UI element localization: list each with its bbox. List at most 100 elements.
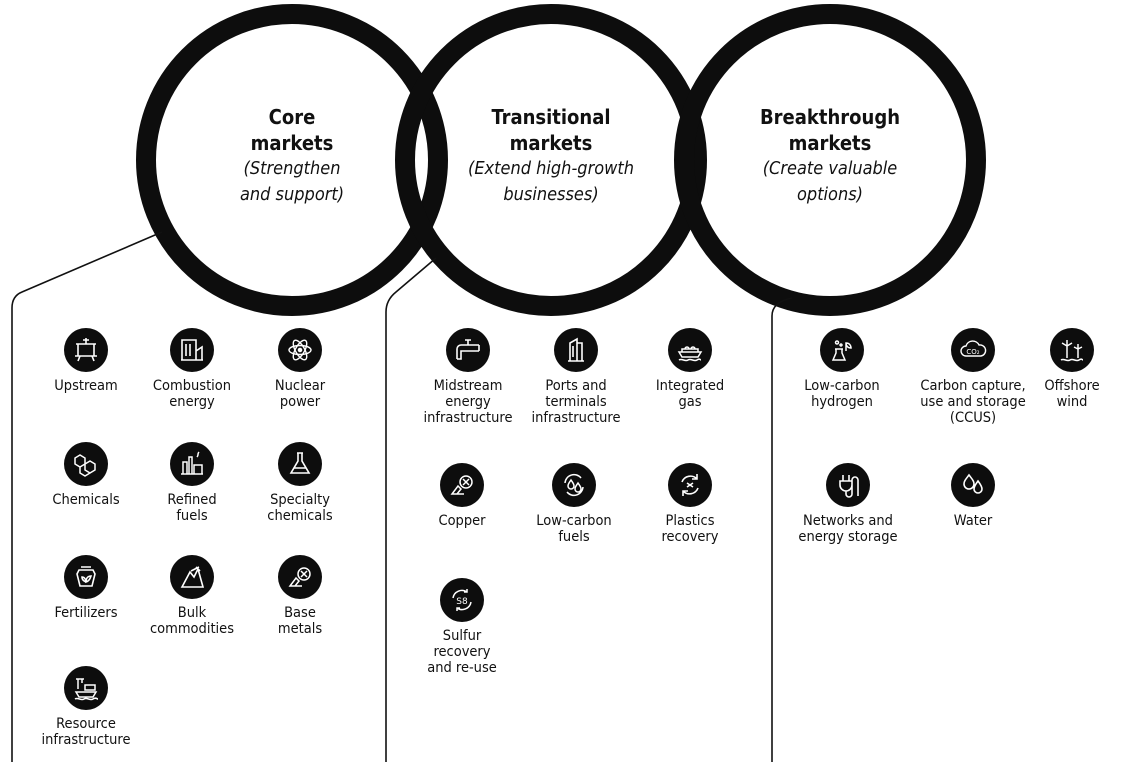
breakthrough-item-ccus: CO₂ Carbon capture, use and storage (CCU… — [910, 328, 1036, 426]
transitional-title-line1: Transitional — [491, 105, 611, 129]
breakthrough-water-label: Water — [953, 513, 993, 529]
core-item-resource-infrastructure: Resource infrastructure — [26, 666, 146, 748]
breakthrough-ccus-label-3: (CCUS) — [949, 410, 997, 426]
core-item-fertilizers: Fertilizers — [26, 555, 146, 621]
core-item-base-label-1: Base — [284, 605, 316, 621]
wind-turbine-icon — [1050, 328, 1094, 372]
transitional-ports-label-2: terminals — [545, 394, 607, 410]
port-ship-icon — [64, 666, 108, 710]
core-title-line1: Core — [268, 105, 316, 129]
core-item-specialty-label-2: chemicals — [267, 508, 333, 524]
transitional-item-sulfur-recovery: S8 Sulfur recovery and re-use — [402, 578, 522, 676]
breakthrough-hydrogen-label-2: hydrogen — [811, 394, 873, 410]
recycle-icon — [668, 463, 712, 507]
breakthrough-wind-label-2: wind — [1056, 394, 1088, 410]
transitional-copper-label: Copper — [438, 513, 486, 529]
transitional-ring — [395, 4, 707, 316]
core-item-combustion-label-1: Combustion — [152, 378, 232, 394]
breakthrough-subtitle-line2: options) — [797, 184, 863, 205]
core-item-bulk-label-1: Bulk — [177, 605, 207, 621]
transitional-item-integrated-gas: Integrated gas — [630, 328, 750, 410]
core-connector — [11, 231, 163, 762]
transitional-ports-label-1: Ports and — [545, 378, 607, 394]
co2-text: CO₂ — [966, 348, 979, 356]
transitional-subtitle-line2: businesses) — [503, 184, 599, 205]
core-item-refined-fuels: Refined fuels — [132, 442, 252, 524]
hydrogen-flask-icon — [820, 328, 864, 372]
transitional-lowcarbon-label-2: fuels — [558, 529, 590, 545]
transitional-title-line2: markets — [509, 131, 593, 155]
breakthrough-hydrogen-label-1: Low-carbon — [804, 378, 880, 394]
transitional-item-low-carbon-fuels: Low-carbon fuels — [514, 463, 634, 545]
core-item-refined-label-1: Refined — [167, 492, 217, 508]
breakthrough-networks-label-2: energy storage — [798, 529, 898, 545]
transitional-item-ports-terminals: Ports and terminals infrastructure — [516, 328, 636, 426]
fertilizer-bag-icon — [64, 555, 108, 599]
core-item-nuclear-power: Nuclear power — [240, 328, 360, 410]
power-plant-icon — [170, 328, 214, 372]
transitional-midstream-label-1: Midstream — [433, 378, 503, 394]
breakthrough-wind-label-1: Offshore — [1044, 378, 1100, 394]
flask-icon — [278, 442, 322, 486]
core-item-combustion-label-2: energy — [169, 394, 215, 410]
core-subtitle-line1: (Strengthen — [243, 158, 341, 179]
breakthrough-item-offshore-wind: Offshore wind — [1022, 328, 1122, 410]
breakthrough-networks-label-1: Networks and — [803, 513, 893, 529]
core-item-nuclear-label-2: power — [279, 394, 321, 410]
breakthrough-item-networks-storage: Networks and energy storage — [788, 463, 908, 545]
breakthrough-item-water: Water — [913, 463, 1033, 529]
transitional-gas-label-2: gas — [678, 394, 702, 410]
breakthrough-ccus-label-1: Carbon capture, — [920, 378, 1026, 394]
transitional-plastics-label-1: Plastics — [665, 513, 715, 529]
metal-ore-icon — [278, 555, 322, 599]
breakthrough-item-hydrogen: Low-carbon hydrogen — [782, 328, 902, 410]
transitional-markets-label: Transitional markets (Extend high-growth… — [441, 104, 661, 208]
core-item-combustion-energy: Combustion energy — [132, 328, 252, 410]
refinery-icon — [170, 442, 214, 486]
core-item-resource-label-2: infrastructure — [41, 732, 131, 748]
core-item-resource-label-1: Resource — [56, 716, 116, 732]
oil-rig-icon — [64, 328, 108, 372]
transitional-sulfur-label-1: Sulfur — [442, 628, 482, 644]
breakthrough-markets-label: Breakthrough markets (Create valuable op… — [730, 104, 930, 208]
core-item-fertilizers-label: Fertilizers — [54, 605, 118, 621]
sulfur-cycle-icon: S8 — [440, 578, 484, 622]
co2-cloud-icon: CO₂ — [951, 328, 995, 372]
transitional-subtitle-line1: (Extend high-growth — [468, 158, 634, 179]
copper-ore-icon — [440, 463, 484, 507]
water-drops-icon — [951, 463, 995, 507]
breakthrough-ring — [674, 4, 986, 316]
core-title-line2: markets — [250, 131, 334, 155]
core-item-nuclear-label-1: Nuclear — [274, 378, 326, 394]
core-markets-label: Core markets (Strengthen and support) — [192, 104, 392, 208]
svg-text:S8: S8 — [456, 597, 468, 607]
core-item-refined-label-2: fuels — [176, 508, 208, 524]
core-item-specialty-label-1: Specialty — [270, 492, 330, 508]
core-subtitle-line2: and support) — [239, 184, 345, 205]
core-item-chemicals: Chemicals — [26, 442, 146, 508]
transitional-item-midstream: Midstream energy infrastructure — [408, 328, 528, 426]
mining-icon — [170, 555, 214, 599]
transitional-lowcarbon-label-1: Low-carbon — [536, 513, 612, 529]
transitional-connector — [385, 257, 437, 762]
core-item-base-metals: Base metals — [240, 555, 360, 637]
core-item-chemicals-label: Chemicals — [52, 492, 120, 508]
breakthrough-connector — [771, 297, 793, 762]
core-item-bulk-label-2: commodities — [149, 621, 235, 637]
lng-tanker-icon — [668, 328, 712, 372]
pipeline-icon — [446, 328, 490, 372]
transitional-midstream-label-3: infrastructure — [423, 410, 513, 426]
core-item-upstream: Upstream — [26, 328, 146, 394]
core-item-bulk-commodities: Bulk commodities — [132, 555, 252, 637]
core-item-upstream-label: Upstream — [54, 378, 118, 394]
transitional-plastics-label-2: recovery — [661, 529, 719, 545]
breakthrough-title-line2: markets — [788, 131, 872, 155]
core-ring — [136, 4, 448, 316]
molecule-icon — [64, 442, 108, 486]
terminal-building-icon — [554, 328, 598, 372]
fuel-drops-icon — [552, 463, 596, 507]
transitional-sulfur-label-2: recovery — [433, 644, 491, 660]
transitional-ports-label-3: infrastructure — [531, 410, 621, 426]
breakthrough-ccus-label-2: use and storage — [920, 394, 1026, 410]
